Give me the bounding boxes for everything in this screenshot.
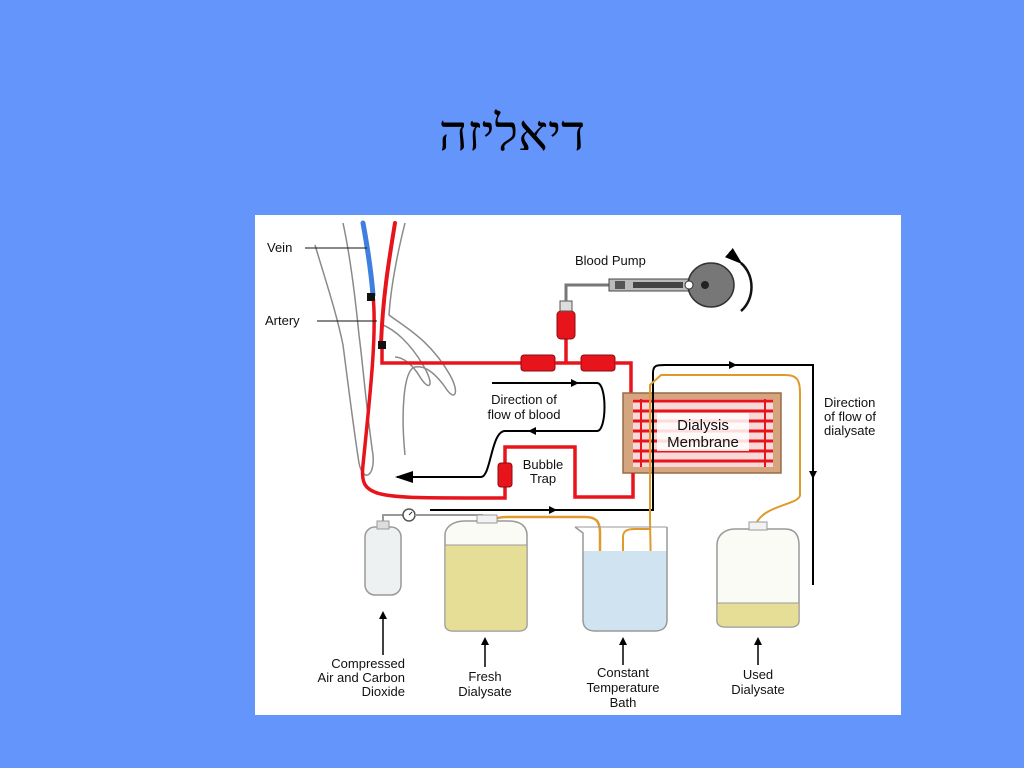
dialysate-flow-label-3: dialysate bbox=[824, 423, 875, 438]
blood-return-line bbox=[360, 294, 507, 500]
blood-flow-arrow-loop bbox=[528, 382, 606, 435]
dialysis-membrane bbox=[622, 392, 782, 474]
slide-title: דיאליזה bbox=[438, 104, 586, 162]
blood-from-membrane bbox=[503, 445, 635, 499]
blood-to-membrane bbox=[615, 361, 633, 395]
fresh-dialysate-label-1: Fresh bbox=[468, 669, 501, 684]
compressed-gas-label-3: Dioxide bbox=[362, 684, 405, 699]
dialysis-diagram: Dialysis Membrane Bubble Trap Direction … bbox=[255, 215, 901, 715]
membrane-label-line1: Dialysis bbox=[677, 417, 729, 434]
pump-chamber bbox=[556, 310, 576, 340]
used-dialysate-bottle bbox=[716, 521, 800, 628]
blood-arterial-line bbox=[380, 349, 523, 365]
pump-line-connector bbox=[559, 300, 573, 312]
vein-needle bbox=[367, 293, 375, 301]
bath-label-2: Temperature bbox=[587, 680, 660, 695]
bath-label-3: Bath bbox=[610, 695, 637, 710]
bubble-trap-label-1: Bubble bbox=[523, 457, 563, 472]
connector-right bbox=[580, 354, 616, 372]
vein-label: Vein bbox=[267, 240, 292, 255]
used-dialysate-label-2: Dialysate bbox=[731, 682, 784, 697]
dialysate-flow-path bbox=[430, 364, 814, 585]
compressed-gas-label-2: Air and Carbon bbox=[318, 670, 405, 685]
artery-needle bbox=[378, 341, 386, 349]
blood-flow-arrow-return bbox=[395, 430, 530, 483]
pump-line bbox=[564, 283, 611, 301]
used-dialysate-label-1: Used bbox=[743, 667, 773, 682]
blood-pump bbox=[687, 262, 735, 308]
artery-tube bbox=[379, 221, 397, 345]
arm-hand-outline bbox=[314, 222, 457, 476]
blood-pump-label: Blood Pump bbox=[575, 253, 646, 268]
gas-cylinder bbox=[364, 508, 483, 596]
artery-label: Artery bbox=[265, 313, 300, 328]
connector-left bbox=[520, 354, 556, 372]
blood-flow-label-1: Direction of bbox=[491, 392, 557, 407]
fresh-dialysate-bottle bbox=[444, 514, 528, 632]
rotation-arrow-icon bbox=[724, 248, 753, 312]
dialysate-flow-label-2: of flow of bbox=[824, 409, 876, 424]
compressed-gas-label-1: Compressed bbox=[331, 656, 405, 671]
dialysate-flow-label-1: Direction bbox=[824, 395, 875, 410]
vein-tube bbox=[360, 220, 376, 298]
bubble-trap-label-2: Trap bbox=[530, 471, 556, 486]
temperature-bath-beaker bbox=[574, 526, 668, 632]
membrane-label-line2: Membrane bbox=[667, 434, 739, 451]
blood-flow-label-2: flow of blood bbox=[488, 407, 561, 422]
fresh-dialysate-label-2: Dialysate bbox=[458, 684, 511, 699]
bubble-trap bbox=[497, 462, 513, 488]
bath-label-1: Constant bbox=[597, 665, 649, 680]
